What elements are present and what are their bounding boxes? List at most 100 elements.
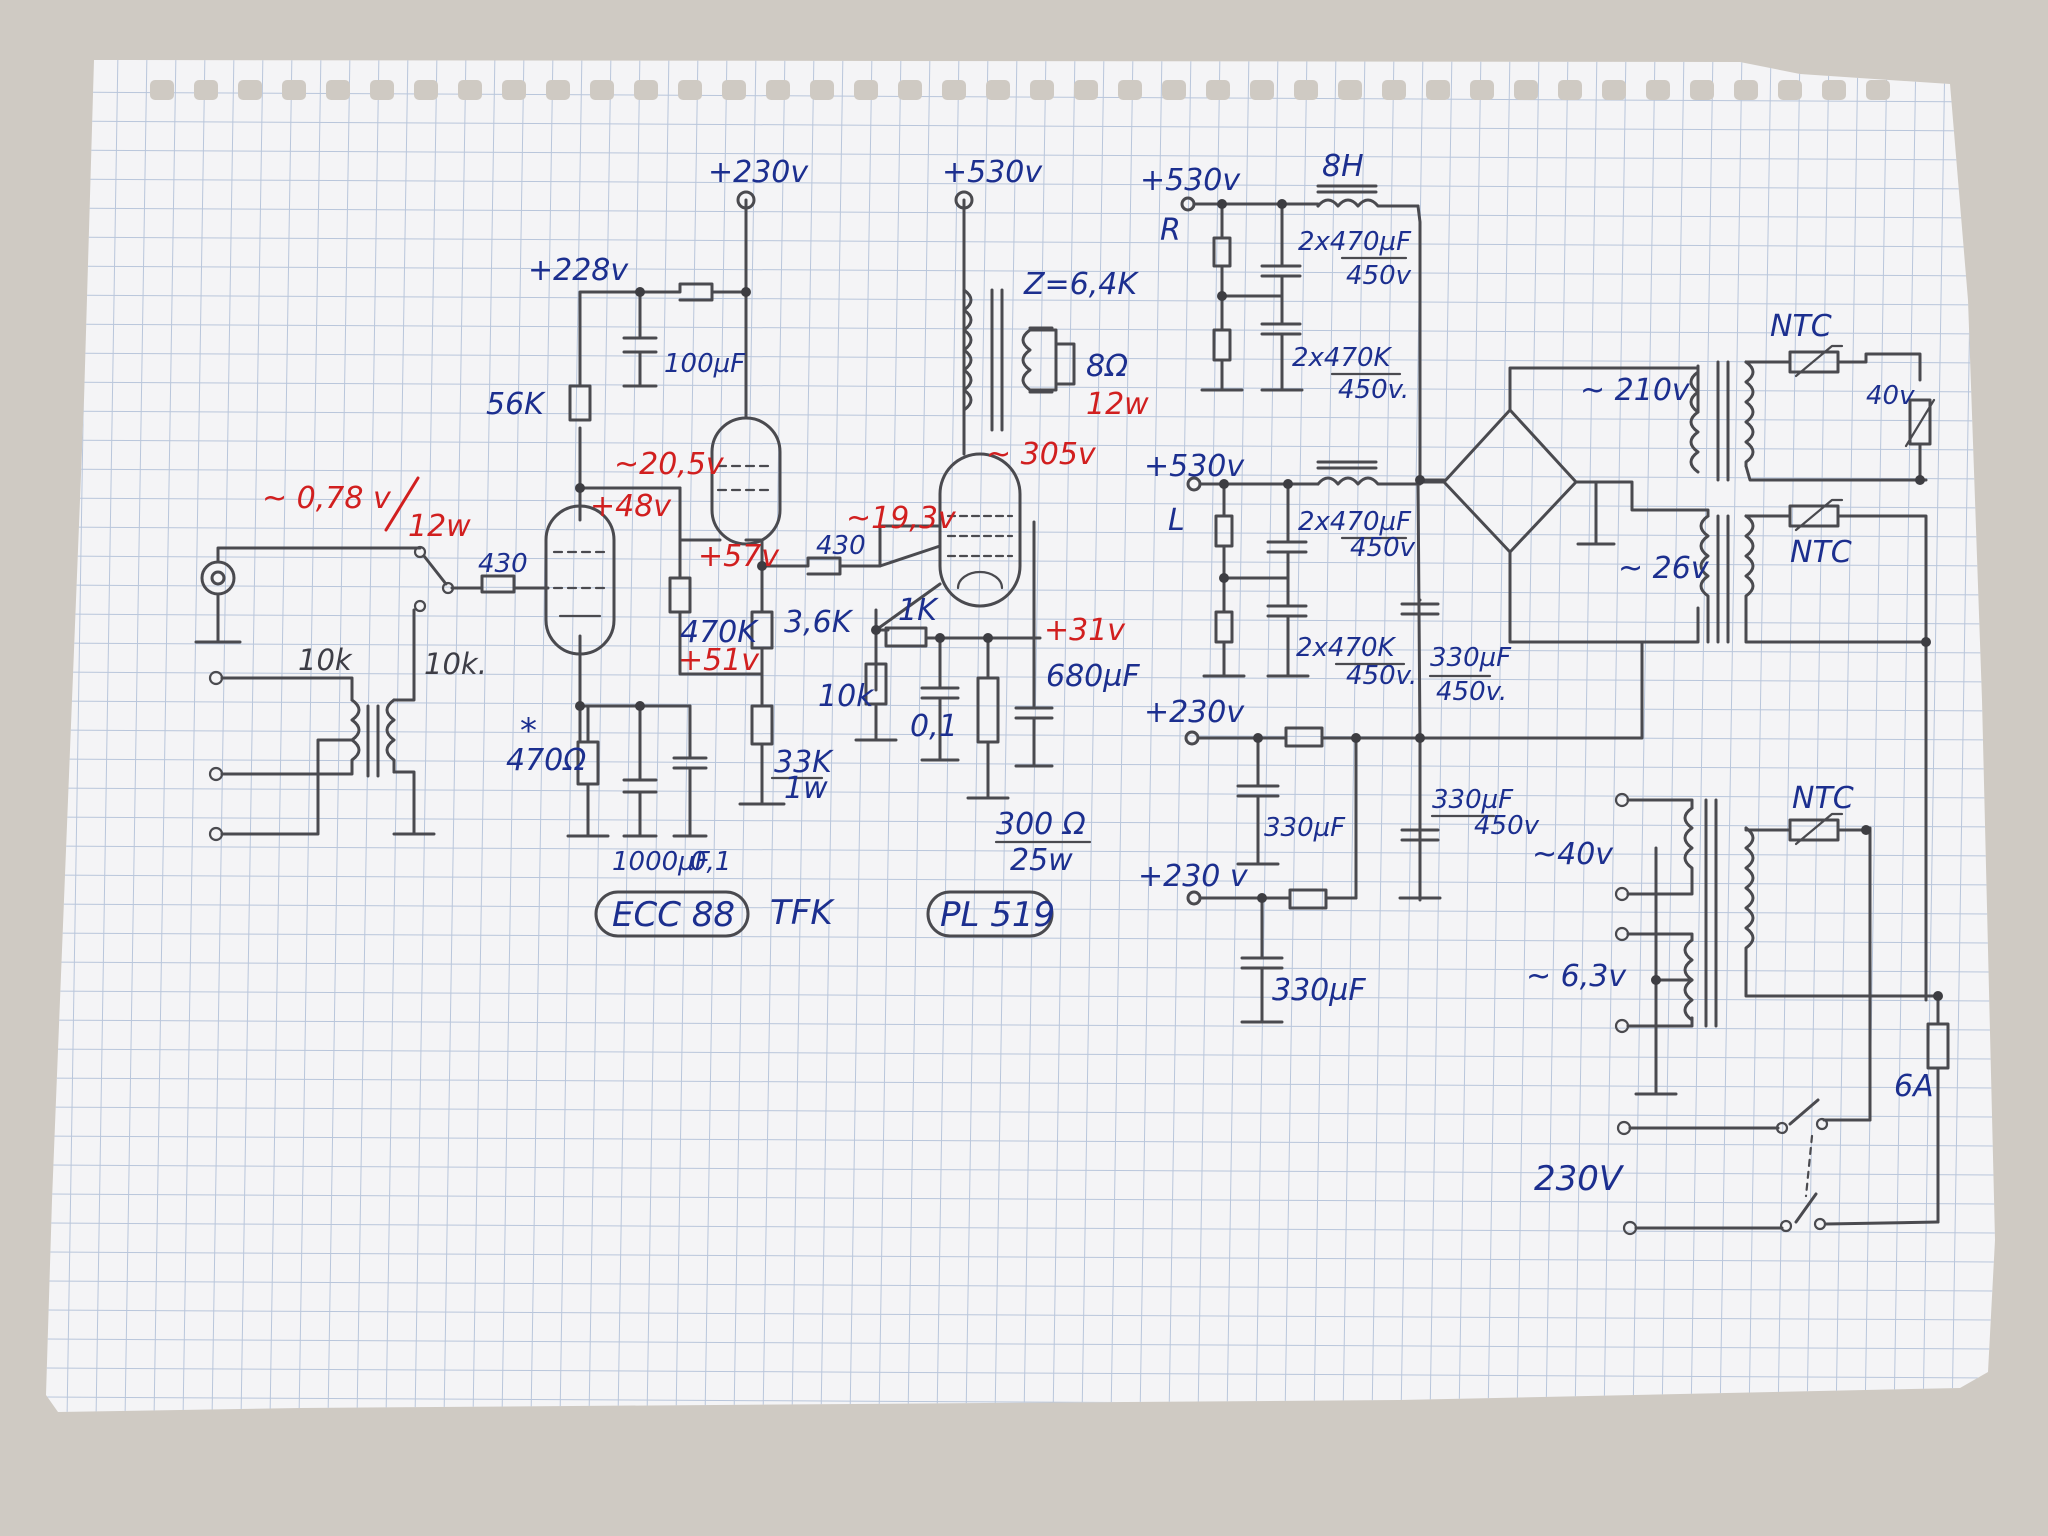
label-cap-330-450b-v: 450v xyxy=(1474,811,1540,841)
spiral-hole xyxy=(1866,80,1890,100)
label-res-2x470k-a: 2x470K xyxy=(1292,343,1393,373)
label-cap-330-a: 330µF xyxy=(1264,813,1346,843)
circuit-wiring xyxy=(194,184,1950,1236)
label-tube-pl519: PL 519 xyxy=(940,895,1055,935)
junction-dot xyxy=(1219,573,1229,583)
label-fuse-6a: 6A xyxy=(1894,1069,1934,1104)
spiral-hole xyxy=(1162,80,1186,100)
label-ac-26: ~ 26v xyxy=(1618,551,1710,586)
spiral-hole xyxy=(1822,80,1846,100)
label-input-level: ~ 0,78 v xyxy=(262,481,392,516)
spiral-hole xyxy=(150,80,174,100)
junction-dot xyxy=(1915,475,1925,485)
mains-switch-icon xyxy=(1788,1098,1820,1126)
label-r-33k-w: 1w xyxy=(784,771,828,806)
junction-dot xyxy=(1651,975,1661,985)
label-tr-10k-a: 10k xyxy=(298,643,353,677)
notebook-paper xyxy=(46,60,1995,1412)
label-ch-l: L xyxy=(1168,503,1185,538)
junction-dot xyxy=(575,701,585,711)
ecc88-outline xyxy=(594,890,750,938)
label-cap-330-450b: 330µF xyxy=(1432,785,1514,815)
spiral-hole xyxy=(194,80,218,100)
annotations: +230v +530v +530v +228v Z=6,4K 8Ω 12w 10… xyxy=(262,149,1934,1199)
b-plus-530-terminal xyxy=(954,190,974,210)
label-cap-2x470-a: 2x470µF xyxy=(1298,227,1412,257)
label-speaker-ohm: 8Ω xyxy=(1086,349,1128,384)
junction-dot xyxy=(1921,637,1931,647)
label-v-51: +51v xyxy=(678,643,760,678)
junction-dot xyxy=(1351,733,1361,743)
spiral-hole xyxy=(678,80,702,100)
spiral-hole xyxy=(810,80,834,100)
junction-dot xyxy=(1277,199,1287,209)
spiral-hole xyxy=(1294,80,1318,100)
spiral-hole xyxy=(986,80,1010,100)
label-cap-100uf: 100µF xyxy=(664,349,746,379)
label-cap-330-450-v: 450v. xyxy=(1436,677,1507,707)
spiral-hole xyxy=(458,80,482,100)
spiral-hole xyxy=(1602,80,1626,100)
spiral-hole xyxy=(1734,80,1758,100)
spiral-hole xyxy=(1778,80,1802,100)
label-v-plus-530-ps: +530v xyxy=(1140,163,1241,198)
spiral-hole xyxy=(1646,80,1670,100)
junction-dot xyxy=(1415,475,1425,485)
spiral-hole xyxy=(590,80,614,100)
label-cap-01: 0,1 xyxy=(910,709,958,744)
junction-dot xyxy=(1217,199,1227,209)
junction-dot xyxy=(1253,733,1263,743)
junction-dot xyxy=(635,701,645,711)
junction-dot xyxy=(741,287,751,297)
ecc88-triode-1-icon xyxy=(544,504,616,656)
junction-dot xyxy=(871,625,881,635)
label-cap-2x470-a-v: 450v xyxy=(1346,261,1412,291)
spiral-hole xyxy=(1426,80,1450,100)
label-v-57: +57v xyxy=(698,539,780,574)
spiral-hole xyxy=(546,80,570,100)
label-cap-330-b: 330µF xyxy=(1272,973,1366,1008)
pl519-outline xyxy=(926,890,1054,938)
label-cap-1000: 1000µF xyxy=(612,847,711,877)
label-ntc-mid: NTC xyxy=(1790,535,1852,570)
junction-dot xyxy=(635,287,645,297)
label-r-33k: 33K xyxy=(774,745,834,780)
label-r-300-w: 25w xyxy=(1010,843,1073,878)
label-r-430-a: 430 xyxy=(478,549,528,579)
spiral-hole xyxy=(1558,80,1582,100)
spiral-hole xyxy=(1338,80,1362,100)
junction-dot xyxy=(1219,479,1229,489)
label-cap-2x470-b-v: 450v xyxy=(1350,533,1416,563)
spiral-hole xyxy=(766,80,790,100)
label-v-plus-230-ps2: +230 v xyxy=(1138,859,1249,894)
label-z-impedance: Z=6,4K xyxy=(1023,267,1139,302)
junction-dot xyxy=(1933,991,1943,1001)
ecc88-triode-2-icon xyxy=(710,416,782,546)
label-tfk: TFK xyxy=(770,893,835,933)
spiral-hole xyxy=(1470,80,1494,100)
spiral-hole xyxy=(1118,80,1142,100)
spiral-hole xyxy=(238,80,262,100)
spiral-hole xyxy=(502,80,526,100)
junction-dot xyxy=(1217,291,1227,301)
label-ac-40: ~40v xyxy=(1532,837,1614,872)
label-ac-210: ~ 210v xyxy=(1580,373,1691,408)
label-v-31: +31v xyxy=(1044,613,1126,648)
label-ac-193: ~19,3v xyxy=(846,501,957,536)
junction-dot xyxy=(575,483,585,493)
label-r-300: 300 Ω xyxy=(996,807,1086,842)
label-vdr-40v: 40v xyxy=(1866,381,1915,411)
label-speaker-w: 12w xyxy=(1086,387,1149,422)
spiral-hole xyxy=(1030,80,1054,100)
label-r-36k: 3,6K xyxy=(784,605,854,640)
spiral-hole xyxy=(1250,80,1274,100)
junction-dot xyxy=(757,561,767,571)
spiral-hole xyxy=(898,80,922,100)
junction-dot xyxy=(1257,893,1267,903)
spiral-hole xyxy=(370,80,394,100)
label-v-plus-230-ps: +230v xyxy=(1144,695,1245,730)
spiral-hole xyxy=(634,80,658,100)
label-ac-63: ~ 6,3v xyxy=(1526,959,1627,994)
spiral-hole xyxy=(414,80,438,100)
